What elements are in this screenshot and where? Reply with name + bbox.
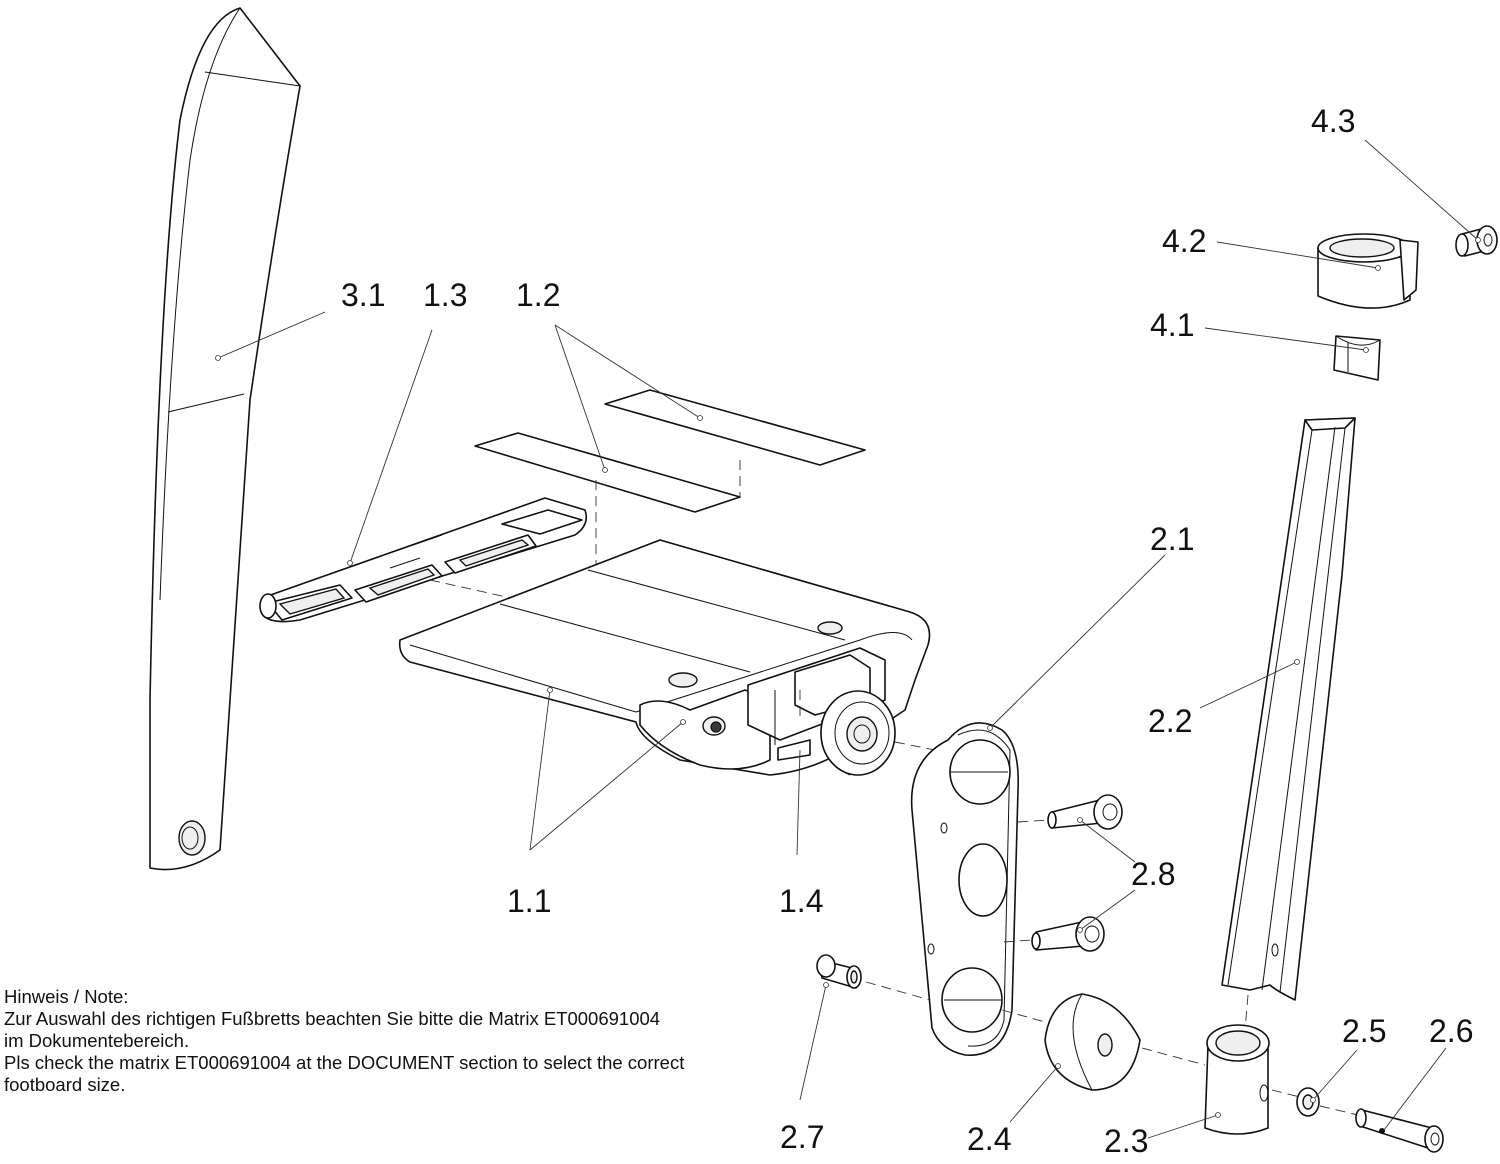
callout-1-2: 1.2 (516, 277, 560, 313)
foil-strips-part-1-2 (474, 389, 866, 610)
note-english-line-2: footboard size. (4, 1074, 126, 1095)
footboard-part-1-1 (398, 539, 961, 776)
selection-note: Hinweis / Note: Zur Auswahl des richtige… (4, 986, 824, 1096)
callout-2-2: 2.2 (1148, 703, 1192, 739)
callout-2-1: 2.1 (1150, 521, 1194, 557)
note-german-line-2: im Dokumentebereich. (4, 1030, 190, 1051)
callout-2-8: 2.8 (1131, 856, 1175, 892)
callout-2-5: 2.5 (1342, 1013, 1386, 1049)
cap-part-4-3 (1455, 225, 1498, 257)
note-heading: Hinweis / Note: (4, 986, 129, 1007)
callout-3-1: 3.1 (341, 277, 385, 313)
callout-2-4: 2.4 (967, 1121, 1011, 1157)
clip-part-4-1 (1333, 335, 1381, 381)
bushing-part-2-7 (816, 954, 931, 1001)
cam-part-2-4 (1001, 993, 1206, 1091)
callout-2-3: 2.3 (1104, 1123, 1148, 1159)
strap-holder-part-1-3 (259, 497, 588, 623)
callout-1-3: 1.3 (423, 277, 467, 313)
callout-4-1: 4.1 (1150, 307, 1194, 343)
sleeve-part-2-3 (1204, 1024, 1301, 1135)
note-english-line-1: Pls check the matrix ET000691004 at the … (4, 1052, 685, 1073)
strap-part-3-1 (149, 7, 301, 871)
callout-1-1: 1.1 (507, 883, 551, 919)
washer-part-2-5 (1296, 1087, 1359, 1117)
callout-2-7: 2.7 (780, 1119, 824, 1155)
ring-part-4-2 (1317, 233, 1419, 309)
pin-part-2-6 (1355, 1108, 1444, 1153)
screws-part-2-8 (1003, 794, 1123, 952)
leader-lines (215, 139, 1481, 1139)
callout-labels: 3.1 1.3 1.2 1.1 1.4 2.1 2.2 2.3 2.4 2.5 … (341, 103, 1473, 1159)
tube-part-2-2 (1221, 417, 1356, 1031)
note-german-line-1: Zur Auswahl des richtigen Fußbretts beac… (4, 1008, 661, 1029)
callout-1-4: 1.4 (779, 883, 823, 919)
callout-2-6: 2.6 (1429, 1013, 1473, 1049)
callout-4-2: 4.2 (1162, 223, 1206, 259)
clamp-plate-part-2-1 (910, 722, 1019, 1056)
callout-4-3: 4.3 (1311, 103, 1355, 139)
